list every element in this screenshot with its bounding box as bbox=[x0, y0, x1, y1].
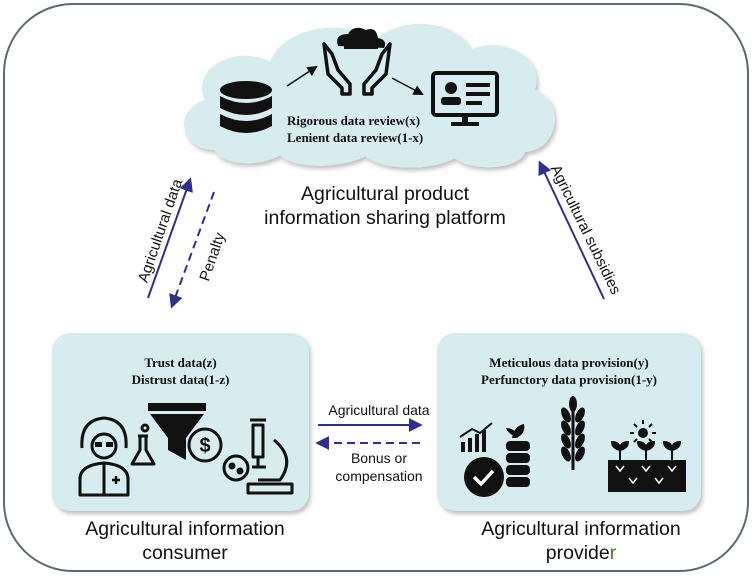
provider-name-line-2-last: r bbox=[609, 542, 617, 564]
platform-strategy-2: Lenient data review(1-x) bbox=[287, 130, 424, 145]
consumer-strategy-2: Distrust data(1-z) bbox=[131, 372, 230, 387]
provider-strategy-2: Perfunctory data provision(1-y) bbox=[481, 372, 657, 387]
arrow-platform-to-consumer bbox=[169, 191, 215, 309]
consumer-name-line-2: consumer bbox=[142, 542, 228, 564]
label-bonus-line-2: compensation bbox=[335, 468, 423, 484]
provider-strategies: Meticulous data provision(y) Perfunctory… bbox=[437, 354, 701, 388]
provider-strategy-1: Meticulous data provision(y) bbox=[489, 355, 649, 370]
database-icon bbox=[220, 81, 272, 133]
label-agri-data-horizontal: Agricultural data bbox=[328, 402, 430, 418]
label-bonus-line-1: Bonus or bbox=[350, 450, 408, 466]
consumer-name-line-1: Agricultural information bbox=[85, 518, 285, 540]
platform-title: Agricultural product information sharing… bbox=[250, 182, 520, 230]
platform-title-line-2: information sharing platform bbox=[264, 207, 506, 229]
hands-cloud-icon bbox=[322, 27, 392, 96]
platform-cloud bbox=[184, 23, 555, 168]
label-bonus: Bonus or compensation bbox=[314, 449, 444, 485]
arrow-provider-subsidies bbox=[538, 160, 605, 300]
outer-frame bbox=[3, 3, 749, 572]
consumer-name: Agricultural information consumer bbox=[60, 517, 310, 565]
arrow-hands-to-monitor bbox=[391, 77, 424, 95]
consumer-strategy-1: Trust data(z) bbox=[144, 355, 217, 370]
platform-title-line-1: Agricultural product bbox=[301, 183, 469, 205]
monitor-icon bbox=[431, 71, 499, 126]
consumer-strategies: Trust data(z) Distrust data(1-z) bbox=[52, 354, 309, 388]
provider-name-line-2-main: provide bbox=[545, 542, 610, 564]
provider-name-line-2: provider bbox=[450, 541, 712, 565]
arrow-db-to-hands bbox=[286, 65, 318, 87]
platform-strategy-1: Rigorous data review(x) bbox=[287, 113, 421, 128]
provider-name-line-1: Agricultural information bbox=[481, 518, 681, 540]
provider-name: Agricultural information provider bbox=[450, 517, 712, 565]
arrow-consumer-to-platform bbox=[147, 177, 193, 299]
